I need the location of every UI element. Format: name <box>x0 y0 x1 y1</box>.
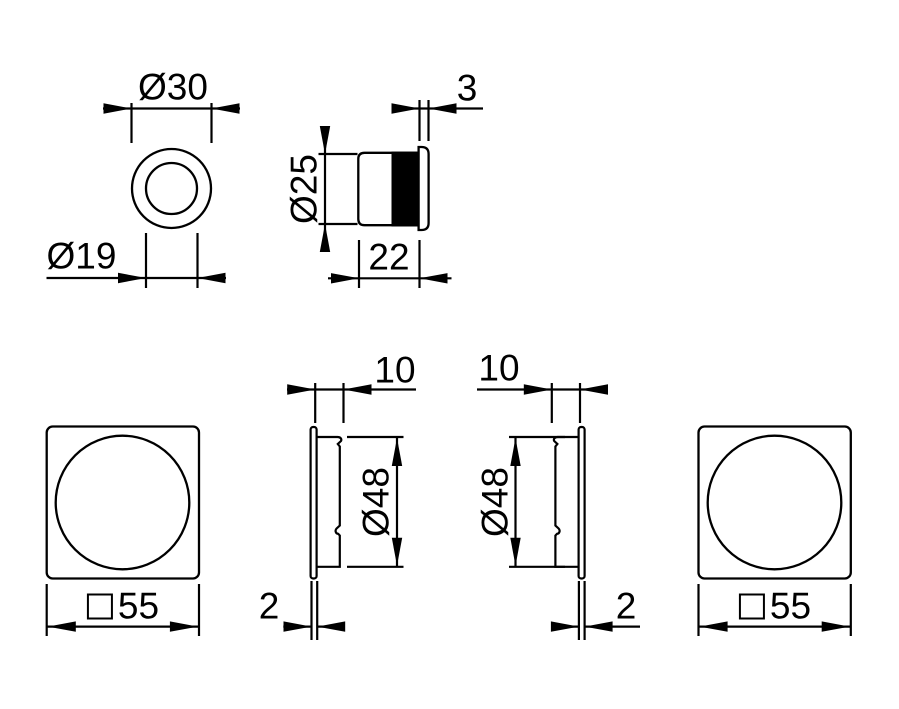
dim-cup-diameter <box>347 435 404 568</box>
plate-thickness-label-left: 2 <box>258 585 280 626</box>
arrowhead <box>319 224 331 252</box>
cylinder-diameter-label: Ø25 <box>283 153 325 224</box>
dim-cylinder-diameter <box>318 126 358 252</box>
outer-circle <box>130 147 213 230</box>
arrowhead <box>169 621 198 632</box>
arrowhead <box>317 621 346 632</box>
recess-circle <box>54 434 191 571</box>
hole-diameter-label: Ø19 <box>46 235 117 276</box>
dim-cup-depth <box>477 383 608 423</box>
arrowhead <box>584 621 613 632</box>
arrowhead <box>428 103 457 114</box>
outer-diameter-label: Ø30 <box>138 66 208 107</box>
flange <box>417 145 430 232</box>
arrowhead <box>391 438 403 466</box>
square-plate <box>45 425 201 580</box>
body-depth-label: 22 <box>368 236 410 278</box>
square-size-label-left: 55 <box>86 585 160 627</box>
dim-square-size <box>45 584 201 636</box>
arrowhead <box>580 384 608 395</box>
arrowhead <box>391 537 403 566</box>
cup-body-filled-section <box>391 151 421 227</box>
dim-plate-thickness <box>550 581 640 640</box>
dim-flange-thickness <box>391 100 483 141</box>
arrowhead <box>343 384 372 395</box>
cup-profile <box>552 435 579 568</box>
square-size-label-right: 55 <box>738 585 812 627</box>
round-pull-front-view <box>46 103 240 288</box>
plate-thickness-label-right: 2 <box>615 585 637 626</box>
dim-plate-thickness <box>283 581 346 640</box>
dim-cup-depth <box>287 383 416 423</box>
square-pull-front-right-view <box>697 425 852 636</box>
arrowhead <box>699 621 728 632</box>
arrowhead <box>197 272 226 284</box>
dim-hole-diameter <box>46 233 226 288</box>
arrowhead <box>523 384 552 395</box>
arrowhead <box>821 621 850 632</box>
dim-cup-diameter <box>509 435 565 568</box>
arrowhead <box>103 103 132 114</box>
arrowhead <box>510 438 521 466</box>
cup-diameter-label-right: Ø48 <box>474 467 516 537</box>
square-symbol-icon <box>738 593 765 619</box>
face-plate <box>577 425 586 580</box>
arrowhead <box>510 537 521 566</box>
dim-body-depth <box>328 240 452 288</box>
arrowhead <box>47 621 76 632</box>
cup-depth-label-left: 10 <box>374 349 416 391</box>
cup-diameter-label-left: Ø48 <box>355 467 397 537</box>
square-plate <box>697 425 852 580</box>
recess-circle <box>706 434 843 571</box>
arrowhead <box>118 272 146 284</box>
arrowhead <box>391 103 420 114</box>
square-pull-front-left-view <box>45 425 201 636</box>
square-size-value: 55 <box>117 585 160 627</box>
square-pull-side-right-view <box>477 383 640 640</box>
arrowhead <box>287 384 316 395</box>
face-plate <box>309 425 318 580</box>
arrowhead <box>319 126 331 154</box>
square-size-value: 55 <box>769 585 812 627</box>
square-symbol-icon <box>86 593 113 619</box>
dim-square-size <box>697 584 852 636</box>
dim-outer-diameter <box>103 103 240 143</box>
cup-depth-label-right: 10 <box>478 347 520 389</box>
arrowhead <box>331 273 359 284</box>
arrowhead <box>419 273 448 284</box>
cup-profile <box>316 435 343 568</box>
flange-thickness-label: 3 <box>456 67 478 109</box>
arrowhead <box>211 103 240 114</box>
square-pull-side-left-view <box>283 383 416 640</box>
inner-circle <box>144 161 199 216</box>
round-pull-side-view <box>318 100 483 288</box>
arrowhead <box>550 621 579 632</box>
arrowhead <box>283 621 312 632</box>
